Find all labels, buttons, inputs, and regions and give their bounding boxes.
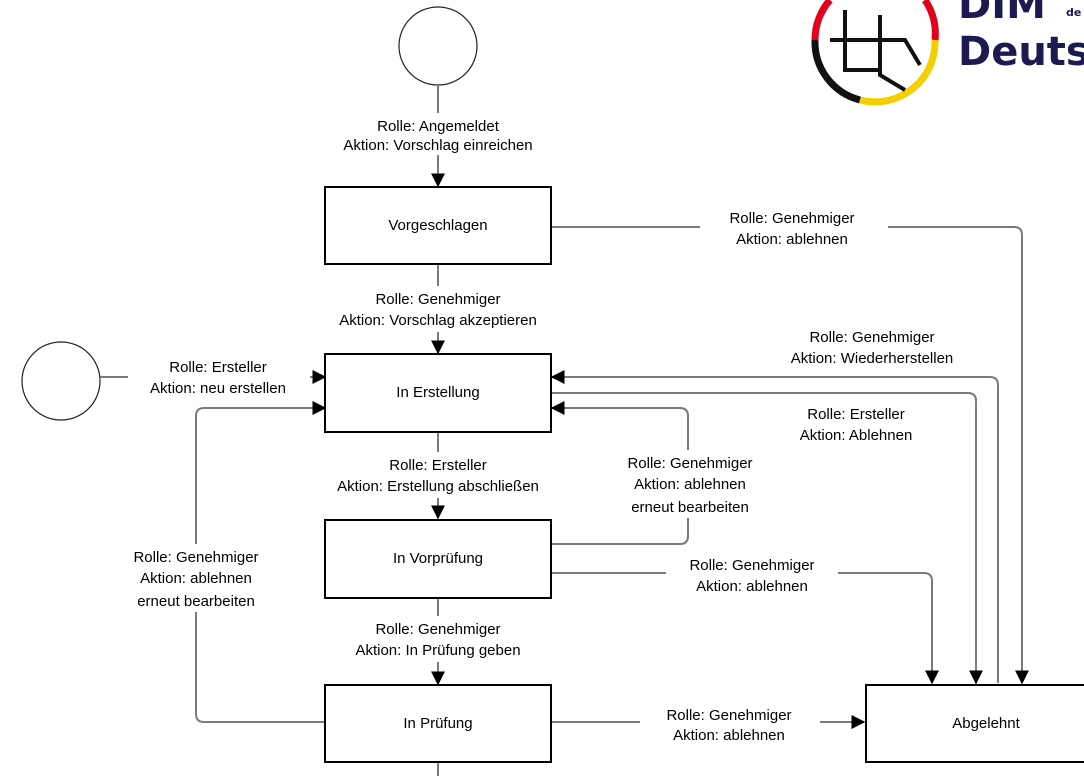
label-role: Rolle: Genehmiger [666,707,791,724]
label-action: Aktion: Vorschlag einreichen [343,137,532,154]
label-role: Rolle: Angemeldet [377,118,500,135]
label-start-vorgeschlagen: Rolle: Angemeldet Aktion: Vorschlag einr… [343,118,532,154]
state-in-pruefung: In Prüfung [324,684,552,763]
logo-text-bottom: Deutsc [958,29,1084,75]
label-pruefung-erstellung: Rolle: Genehmiger Aktion: ablehnen erneu… [133,549,258,610]
label-action: Aktion: ablehnen [736,231,848,248]
label-role: Rolle: Genehmiger [375,621,500,638]
label-note: erneut bearbeiten [631,499,749,516]
start-node-top [398,6,478,86]
label-role: Rolle: Genehmiger [809,329,934,346]
edge-abgelehnt-erstellung [550,370,999,683]
label-role: Rolle: Genehmiger [627,455,752,472]
label-role: Rolle: Ersteller [807,406,905,423]
state-label: Vorgeschlagen [388,217,487,234]
state-vorgeschlagen: Vorgeschlagen [324,186,552,265]
label-start2-erstellung: Rolle: Ersteller Aktion: neu erstellen [150,359,286,397]
label-action: Aktion: Erstellung abschließen [337,478,539,495]
label-vorpruefung-erstellung: Rolle: Genehmiger Aktion: ablehnen erneu… [627,455,752,516]
label-note: erneut bearbeiten [137,593,255,610]
state-label: In Prüfung [403,715,472,732]
label-role: Rolle: Ersteller [169,359,267,376]
label-vorgeschlagen-abgelehnt: Rolle: Genehmiger Aktion: ablehnen [729,210,854,248]
label-vorpruefung-pruefung: Rolle: Genehmiger Aktion: In Prüfung geb… [355,621,520,659]
start-node-left [21,341,101,421]
label-action: Aktion: Vorschlag akzeptieren [339,312,537,329]
edge-vorpruefung-abgelehnt [551,572,939,685]
label-action: Aktion: ablehnen [634,476,746,493]
edge-vorgeschlagen-abgelehnt [551,226,1029,685]
state-abgelehnt: Abgelehnt [865,684,1084,763]
label-role: Rolle: Genehmiger [689,557,814,574]
logo-text-small: de [1066,6,1081,19]
logo-text-top: DIM [958,0,1046,28]
label-role: Rolle: Genehmiger [375,291,500,308]
state-label: In Erstellung [396,384,479,401]
label-action: Aktion: Wiederherstellen [791,350,954,367]
label-action: Aktion: In Prüfung geben [355,642,520,659]
label-role: Rolle: Genehmiger [133,549,258,566]
label-erstellung-abgelehnt: Rolle: Ersteller Aktion: Ablehnen [800,406,913,444]
label-abgelehnt-wiederherstellen: Rolle: Genehmiger Aktion: Wiederherstell… [791,329,954,367]
state-label: Abgelehnt [952,715,1020,732]
label-role: Rolle: Genehmiger [729,210,854,227]
label-action: Aktion: ablehnen [673,727,785,744]
state-label: In Vorprüfung [393,550,483,567]
label-pruefung-abgelehnt: Rolle: Genehmiger Aktion: ablehnen [666,707,791,744]
label-vorgeschlagen-erstellung: Rolle: Genehmiger Aktion: Vorschlag akze… [339,291,537,329]
state-in-erstellung: In Erstellung [324,353,552,433]
label-action: Aktion: ablehnen [696,578,808,595]
label-vorpruefung-abgelehnt: Rolle: Genehmiger Aktion: ablehnen [689,557,814,595]
label-action: Aktion: ablehnen [140,570,252,587]
label-erstellung-vorpruefung: Rolle: Ersteller Aktion: Erstellung absc… [337,457,539,495]
label-action: Aktion: neu erstellen [150,380,286,397]
state-in-vorpruefung: In Vorprüfung [324,519,552,599]
label-action: Aktion: Ablehnen [800,427,913,444]
label-role: Rolle: Ersteller [389,457,487,474]
dim-logo: DIM de Deutsc [811,0,1084,106]
edge-erstellung-abgelehnt [551,392,983,685]
